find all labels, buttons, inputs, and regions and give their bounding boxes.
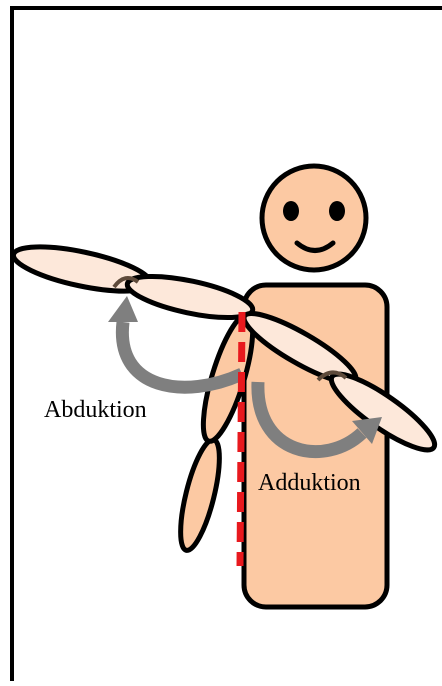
upper-arm-abducted bbox=[124, 268, 256, 326]
abduction-label: Abduktion bbox=[44, 398, 147, 422]
left-eye bbox=[283, 201, 299, 221]
reference-line bbox=[240, 312, 242, 566]
head bbox=[262, 166, 366, 270]
adduction-label: Adduktion bbox=[258, 471, 361, 495]
lower-arm-resting bbox=[173, 436, 228, 553]
right-eye bbox=[329, 201, 345, 221]
